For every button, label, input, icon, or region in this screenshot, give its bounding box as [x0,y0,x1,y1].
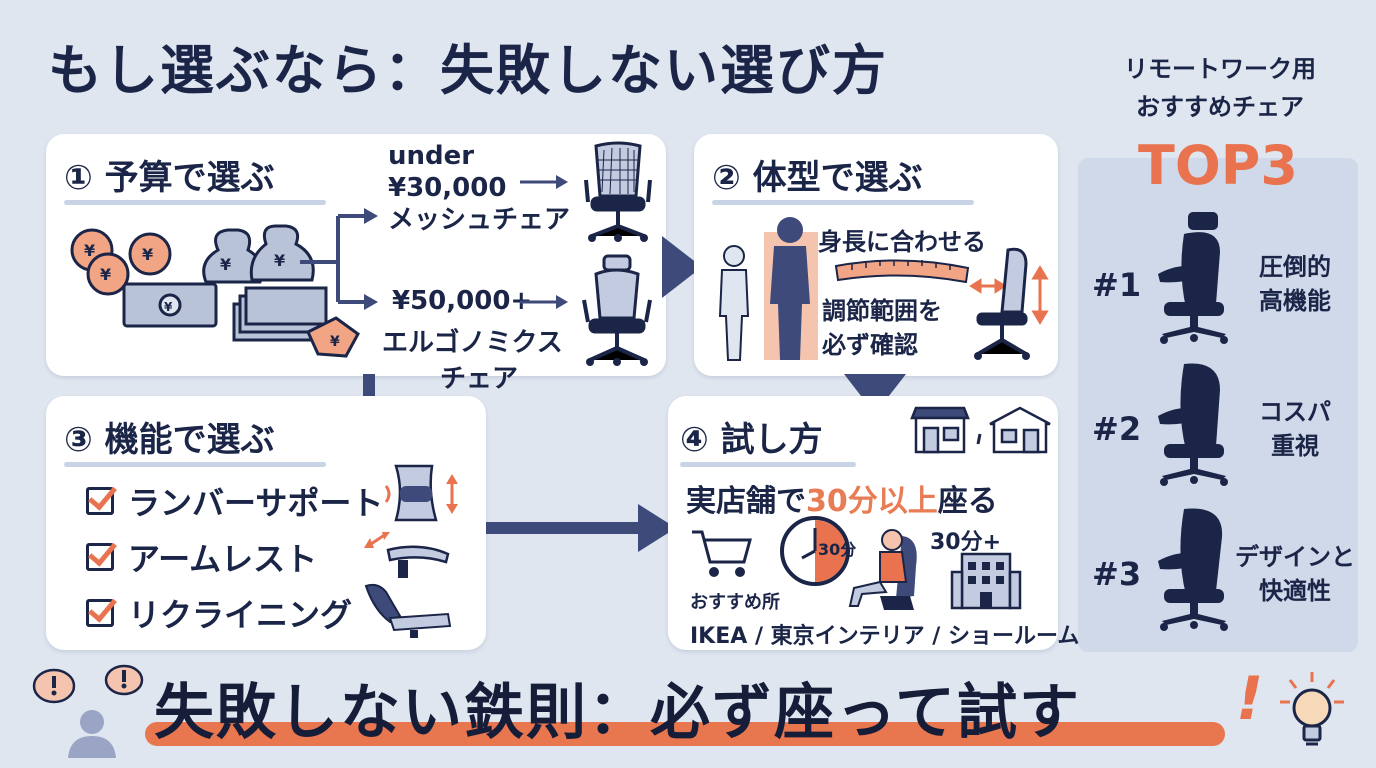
lumbar-support-icon [384,464,458,522]
rank-3-desc: デザインと 快適性 [1230,540,1360,608]
adjustable-chair-icon [969,247,1049,360]
budget-title-underline [64,200,326,205]
rank-3-desc-line1: デザインと [1235,543,1355,571]
adjust-note-line1: 調節範囲を [822,297,942,325]
body-title: ② 体型で選ぶ [712,158,923,198]
rank-3-desc-line2: 快適性 [1259,577,1331,605]
coin-yen-2: ¥ [142,245,153,264]
people-exclaim-icon [32,664,144,758]
tag-yen: ¥ [330,334,340,350]
trial-title-underline [680,462,856,467]
exclaim-mark: ! [1236,664,1264,734]
checkbox-checked-icon [86,599,114,627]
coin-yen-1: ¥ [84,241,95,260]
lightbulb-icon [1280,672,1344,746]
person-sitting-icon [848,529,917,610]
feature-item: リクライニング [86,590,352,636]
coin-yen-3: ¥ [100,265,111,284]
rank-2-desc: コスパ 重視 [1240,395,1350,463]
arrow-right-long-icon [486,504,676,552]
budget-option1: under ¥30,000 メッシュチェア [388,140,570,236]
money-icon: ¥ ¥ ¥ ¥ ¥ ¥ ¥ [70,224,360,358]
chair-1-icon [1158,212,1228,344]
trial-headline: 実店舗で30分以上座る [686,476,998,520]
mesh-chair-icon [584,141,652,242]
budget-option1-line2: ¥30,000 [388,173,507,203]
top3-heading: リモートワーク用 おすすめチェア [1090,50,1350,126]
rank-3: #3 [1092,555,1141,593]
budget-title: ① 予算で選ぶ [64,158,275,198]
building-icon [950,552,1022,610]
feature-label: ランバーサポート [128,484,384,522]
trial-headline-post: 座る [937,484,998,519]
top3-heading-line2: おすすめチェア [1136,93,1304,121]
rank-number: #2 [1092,410,1142,448]
feature-label: リクライニング [128,596,353,634]
trial-title: ④ 試し方 [680,420,823,460]
body-figures-icon [718,217,818,361]
rank-number: #1 [1092,266,1142,304]
rank-1: #1 [1092,266,1141,304]
budget-option2-name: エルゴノミクス [382,328,563,358]
armrest-icon [364,532,450,578]
chair-3-icon [1158,508,1228,631]
shopping-cart-icon [692,530,752,577]
branch-arrow-icon [300,208,378,310]
trial-headline-pre: 実店舗で [686,484,806,519]
feature-item: ランバーサポート [86,478,383,524]
feature-label: アームレスト [128,540,318,578]
rank-2-desc-line2: 重視 [1271,432,1319,460]
arrow-right-icon [520,295,568,309]
budget-option1-line1: under [388,141,475,171]
store-icon [910,406,1051,454]
height-label: 身長に合わせる [818,228,986,256]
rank-1-desc-line2: 高機能 [1259,287,1331,315]
recline-icon [364,583,452,638]
arrow-right-icon [520,175,568,189]
ergonomic-chair-icon [582,254,652,366]
body-title-underline [712,200,974,205]
timer-clock-icon [780,516,850,586]
rank-1-desc-line1: 圧倒的 [1259,253,1331,281]
rank-1-desc: 圧倒的 高機能 [1240,250,1350,318]
features-title: ③ 機能で選ぶ [64,420,275,460]
bill-yen: ¥ [164,300,173,314]
chair-2-icon [1158,363,1228,486]
checkbox-checked-icon [86,543,114,571]
arrow-down-icon [844,374,906,414]
budget-option2-price: ¥50,000+ [392,286,533,316]
rank-number: #3 [1092,555,1142,593]
adjust-note-line2: 必ず確認 [822,331,918,359]
slogan: 失敗しない鉄則：必ず座って試す [154,678,1081,748]
bag-yen-1: ¥ [220,255,231,274]
bag-yen-2: ¥ [274,251,285,270]
measuring-tape-icon [834,259,970,284]
page-title: もし選ぶなら：失敗しない選び方 [48,39,888,102]
slogan-underline [145,722,1225,746]
rank-2: #2 [1092,410,1141,448]
features-title-underline [64,462,326,467]
checkbox-checked-icon [86,487,114,515]
timer-label: 30分 [818,540,857,559]
feature-item: アームレスト [86,534,317,580]
duration-label: 30分+ [930,530,1002,555]
top3-label: TOP3 [1138,134,1298,197]
budget-option2-name-line2: チェア [440,364,519,394]
stores-label: おすすめ所 [690,592,780,613]
arrow-right-big-icon [662,236,702,298]
trial-headline-highlight: 30分以上 [806,484,938,519]
features-card [46,396,486,650]
body-card [694,134,1058,376]
budget-option1-line3: メッシュチェア [388,205,571,235]
stores-list: IKEA / 東京インテリア / ショールーム [690,624,1080,649]
adjust-note: 調節範囲を 必ず確認 [822,294,942,362]
rank-2-desc-line1: コスパ [1259,398,1331,426]
top3-heading-line1: リモートワーク用 [1124,55,1316,83]
